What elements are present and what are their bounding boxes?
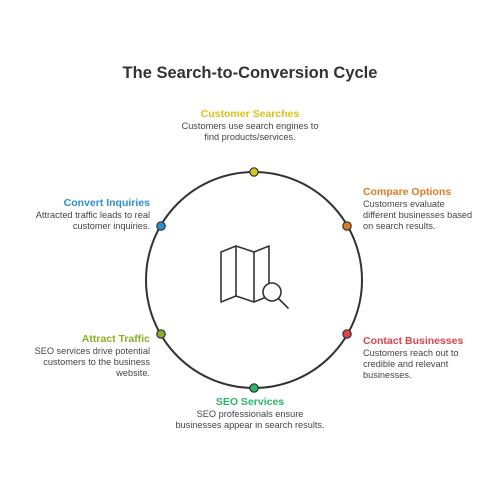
step-description: SEO professionals ensure businesses appe… <box>175 409 325 430</box>
step-compare-options: Compare Options Customers evaluate diffe… <box>363 186 478 232</box>
step-seo-services: SEO Services SEO professionals ensure bu… <box>175 396 325 431</box>
step-description: Attracted traffic leads to real customer… <box>35 210 150 231</box>
step-description: Customers use search engines to find pro… <box>181 121 319 142</box>
step-description: Customers reach out to credible and rele… <box>363 348 459 380</box>
step-contact-businesses: Contact Businesses Customers reach out t… <box>363 335 478 381</box>
node-customer-searches <box>249 167 259 177</box>
step-attract-traffic: Attract Traffic SEO services drive poten… <box>15 333 150 379</box>
node-convert-inquiries <box>156 221 166 231</box>
step-convert-inquiries: Convert Inquiries Attracted traffic lead… <box>15 197 150 232</box>
step-heading: Customer Searches <box>200 108 300 120</box>
map-search-icon <box>220 245 289 309</box>
step-heading: Contact Businesses <box>363 335 464 347</box>
node-contact-businesses <box>342 329 352 339</box>
step-description: SEO services drive potential customers t… <box>34 346 150 378</box>
step-description: Customers evaluate different businesses … <box>363 199 473 231</box>
step-heading: SEO Services <box>215 396 285 408</box>
step-heading: Attract Traffic <box>81 333 150 345</box>
node-attract-traffic <box>156 329 166 339</box>
step-customer-searches: Customer Searches Customers use search e… <box>175 108 325 143</box>
node-seo-services <box>249 383 259 393</box>
diagram-title: The Search-to-Conversion Cycle <box>122 64 378 82</box>
step-heading: Convert Inquiries <box>63 197 150 209</box>
node-compare-options <box>342 221 352 231</box>
step-heading: Compare Options <box>363 186 452 198</box>
